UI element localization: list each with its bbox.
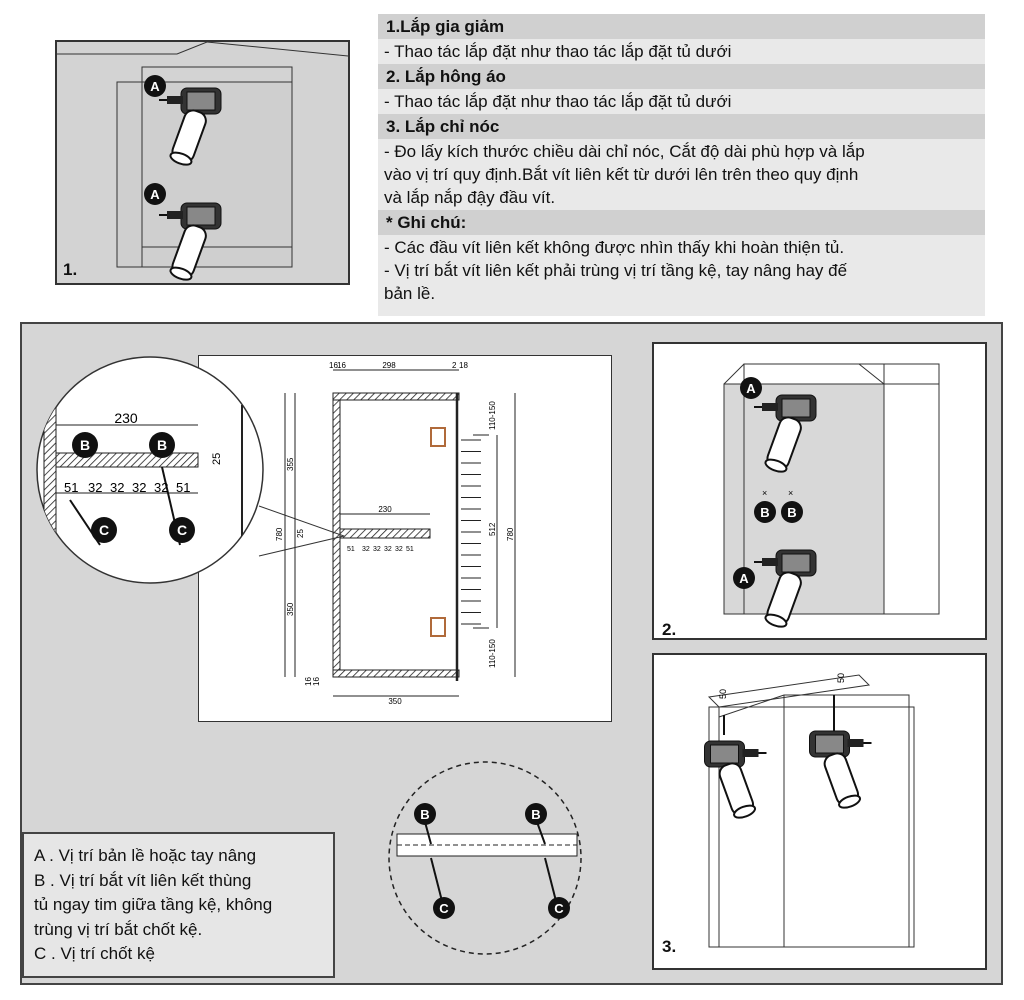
dim-hinge-bottom: 110-150 [488, 639, 497, 668]
marker-c-icon: C [433, 897, 455, 919]
svg-text:C: C [177, 522, 187, 538]
spacing-dim: 32 [88, 480, 102, 495]
step-2-title: 2. Lắp hông áo [378, 64, 985, 89]
dim-top-left-2: 16 [337, 361, 346, 370]
dim-top-left: 16 [329, 361, 338, 370]
svg-text:B: B [80, 437, 90, 453]
dim-height: 780 [275, 527, 284, 541]
marker-b-icon: B [781, 501, 803, 523]
svg-text:A: A [150, 79, 160, 94]
marker-c-icon: C [91, 517, 117, 543]
dim-depth: 350 [388, 697, 402, 706]
step-1-text: - Thao tác lắp đặt như thao tác lắp đặt … [384, 42, 732, 61]
note-text: - Các đầu vít liên kết không được nhìn t… [378, 235, 985, 306]
marker-c-icon: C [548, 897, 570, 919]
marker-a-icon: A [144, 75, 166, 97]
legend-b: B . Vị trí bắt vít liên kết thùng [34, 870, 252, 890]
svg-text:A: A [746, 381, 756, 396]
marker-c-icon: C [169, 517, 195, 543]
figure-2-label: 2. [662, 620, 677, 639]
step-3-text: - Đo lấy kích thước chiều dài chỉ nóc, C… [378, 139, 985, 210]
cabinet-section-drawing: 350 298 16 16 2 18 230 780 355 350 25 78… [258, 361, 516, 706]
step-2-text: - Thao tác lắp đặt như thao tác lắp đặt … [384, 92, 732, 111]
technical-drawing: 350 298 16 16 2 18 230 780 355 350 25 78… [198, 355, 612, 722]
spacing-dim: 32 [362, 546, 370, 553]
shelf-detail-circle: B B C C [388, 761, 582, 955]
instructions-box: 1.Lắp gia giảm - Thao tác lắp đặt như th… [378, 14, 985, 316]
legend-c: C . Vị trí chốt kệ [34, 944, 155, 963]
marker-a-icon: A [144, 183, 166, 205]
dim-bottom-2: 16 [312, 677, 321, 686]
figure-3-label: 3. [662, 937, 677, 956]
svg-text:B: B [420, 807, 429, 822]
spacing-dim: 32 [395, 546, 403, 553]
note-title: * Ghi chú: [378, 210, 985, 235]
dim-holes-span: 512 [488, 522, 497, 536]
legend-b-cont: trùng vị trí bắt chốt kệ. [34, 919, 203, 939]
spacing-dim: 51 [176, 480, 190, 495]
svg-text:A: A [739, 571, 749, 586]
figure-2-panel: × × A A B B 2. [652, 342, 987, 640]
dim-hinge-top: 110-150 [488, 401, 497, 430]
marker-b-icon: B [525, 803, 547, 825]
marker-b-icon: B [414, 803, 436, 825]
spacing-dim: 32 [384, 546, 392, 553]
figure-2-illustration: × × A A B B [723, 363, 940, 631]
marker-b-icon: B [149, 432, 175, 458]
spacing-dim: 32 [154, 480, 168, 495]
svg-text:B: B [760, 505, 769, 520]
text-line: bản lề. [384, 284, 436, 303]
figure-1-panel: A A 1. [55, 40, 350, 285]
fig3-dim-right: 50 [836, 673, 846, 683]
spacing-dim: 51 [347, 546, 355, 553]
svg-text:C: C [439, 901, 449, 916]
svg-text:×: × [762, 488, 767, 498]
legend-box: A . Vị trí bản lề hoặc tay nâng B . Vị t… [22, 832, 335, 978]
hinge-icon [430, 427, 446, 447]
svg-text:A: A [150, 187, 160, 202]
dim-shelf-width: 230 [378, 505, 392, 514]
spacing-dim: 51 [64, 480, 78, 495]
figure-3-panel: 50 50 3. [652, 653, 987, 970]
step-3-title: 3. Lắp chỉ nóc [378, 114, 985, 139]
spacing-dim: 32 [132, 480, 146, 495]
svg-text:B: B [787, 505, 796, 520]
text-line: - Đo lấy kích thước chiều dài chỉ nóc, C… [384, 142, 865, 161]
fig3-dim-left: 50 [718, 689, 728, 699]
svg-text:B: B [157, 437, 167, 453]
magnifier-detail: 230 25 51 32 32 32 32 51 B B C C [36, 356, 264, 584]
dim-height-right: 780 [506, 527, 515, 541]
mag-width: 230 [114, 410, 138, 426]
svg-text:C: C [554, 901, 564, 916]
marker-a-icon: A [740, 377, 762, 399]
text-line: và lắp nắp đậy đầu vít. [384, 188, 556, 207]
dim-shelf-thk: 25 [296, 529, 305, 538]
text-line: vào vị trí quy định.Bắt vít liên kết từ … [384, 165, 859, 184]
figure-1-label: 1. [63, 260, 78, 279]
marker-a-icon: A [733, 567, 755, 589]
figure-1-illustration: A A [57, 41, 349, 284]
figure-3-illustration: 50 50 [703, 673, 915, 948]
dim-bottom: 16 [304, 677, 313, 686]
svg-text:B: B [531, 807, 540, 822]
text-line: - Các đầu vít liên kết không được nhìn t… [384, 238, 845, 257]
dim-top-right: 2 [452, 361, 457, 370]
step-1-title: 1.Lắp gia giảm [378, 14, 985, 39]
spacing-dim: 32 [110, 480, 124, 495]
text-line: - Vị trí bắt vít liên kết phải trùng vị … [384, 261, 848, 280]
marker-b-icon: B [754, 501, 776, 523]
spacing-dim: 51 [406, 546, 414, 553]
dim-upper: 355 [286, 457, 295, 471]
hinge-icon [430, 617, 446, 637]
dim-lower: 350 [286, 602, 295, 616]
svg-text:C: C [99, 522, 109, 538]
svg-text:×: × [788, 488, 793, 498]
marker-b-icon: B [72, 432, 98, 458]
dim-inner-depth: 298 [382, 361, 396, 370]
legend-a: A . Vị trí bản lề hoặc tay nâng [34, 846, 257, 865]
mag-thickness: 25 [211, 453, 223, 465]
legend-b-cont: tủ ngay tim giữa tầng kệ, không [34, 895, 273, 914]
dim-top-right-2: 18 [459, 361, 468, 370]
spacing-dim: 32 [373, 546, 381, 553]
